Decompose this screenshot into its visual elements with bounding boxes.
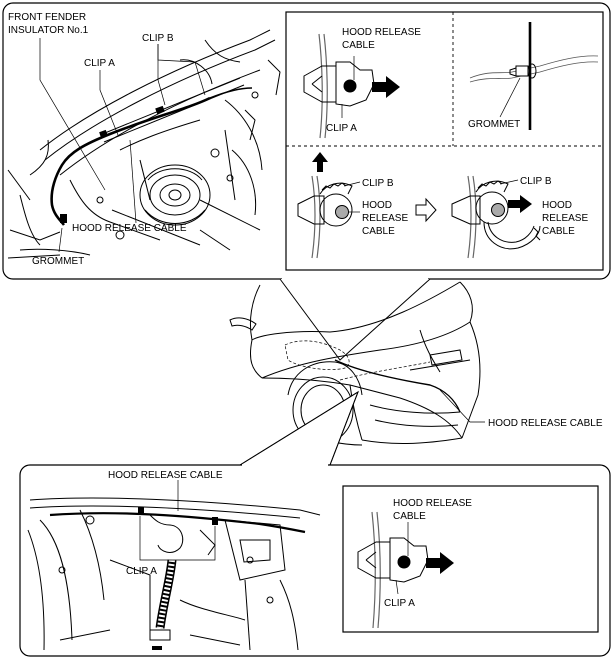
engine-bay-sketch-bottom [27,497,321,651]
label-bottom-inset-cable-line1: HOOD RELEASE [393,498,472,509]
label-grommet-top: GROMMET [32,256,84,267]
top-panel: FRONT FENDER INSULATOR No.1 CLIP B CLIP … [2,2,611,280]
label-inset-a-clip: CLIP A [326,123,357,134]
label-inset-b2-clip: CLIP B [520,176,552,187]
top-inset-frame [285,11,604,271]
label-bottom-inset-cable-line2: CABLE [393,511,426,522]
label-hood-release-cable-top: HOOD RELEASE CABLE [72,223,187,234]
label-bottom-hood-release-cable: HOOD RELEASE CABLE [108,470,223,481]
label-inset-b2-cable-line1: HOOD [542,200,572,211]
inset-clip-b-before [297,152,361,259]
label-inset-b2-cable-line2: RELEASE [542,213,588,224]
inset-grommet [469,22,599,130]
top-inset-box: HOOD RELEASE CABLE CLIP A GROMMET [285,11,604,271]
label-inset-grommet: GROMMET [468,119,520,130]
label-clip-b-top: CLIP B [142,33,174,44]
label-inset-a-cable-line2: CABLE [342,40,375,51]
label-car-hood-release-cable: HOOD RELEASE CABLE [488,418,603,429]
label-inset-b1-clip: CLIP B [362,178,394,189]
inset-clip-a [303,33,400,139]
engine-bay-sketch-top [7,29,281,259]
label-clip-a-top: CLIP A [84,58,115,69]
bottom-panel: HOOD RELEASE CABLE CLIP A HOOD RELEASE C… [19,391,611,657]
bottom-inset-frame [342,485,599,633]
label-bottom-inset-clip: CLIP A [384,598,415,609]
label-inset-b1-cable-line1: HOOD [362,200,392,211]
inset-clip-b-after [451,175,541,259]
label-bottom-clip-a: CLIP A [126,566,157,577]
next-step-arrow-icon [415,197,437,223]
label-inset-a-cable-line1: HOOD RELEASE [342,27,421,38]
leaders-top [39,38,206,253]
label-inset-b1-cable-line2: RELEASE [362,213,408,224]
callout-top [279,277,431,361]
label-inset-b1-cable-line3: CABLE [362,226,395,237]
label-front-fender-line2: INSULATOR No.1 [8,25,89,36]
bottom-inset-box [342,485,599,633]
label-inset-b2-cable-line3: CABLE [542,226,575,237]
label-front-fender-line1: FRONT FENDER [8,12,86,23]
leaders-bottom [139,480,216,561]
